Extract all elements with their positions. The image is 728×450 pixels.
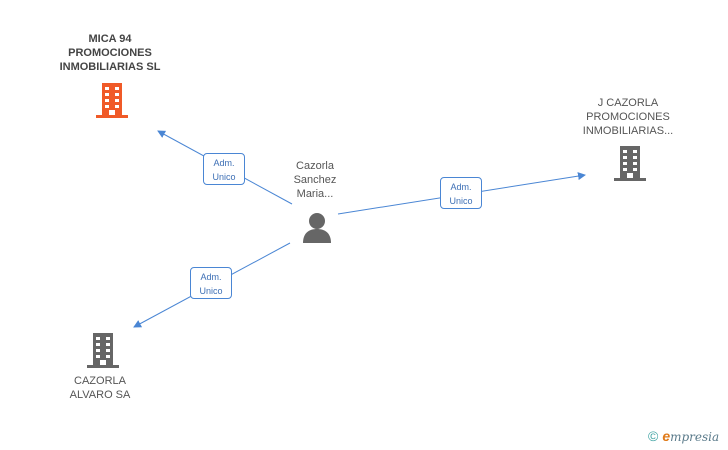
person-icon[interactable] xyxy=(302,212,332,244)
empresia-watermark: ©empresia xyxy=(648,428,719,444)
badge-line-role: Adm. xyxy=(450,182,472,192)
copyright-icon: © xyxy=(648,428,659,444)
building-icon[interactable] xyxy=(614,146,646,182)
edge-label-badge[interactable]: Adm. Unico xyxy=(440,177,482,209)
node-label-line: Sanchez xyxy=(293,174,337,186)
node-label-line: MICA 94 xyxy=(88,33,132,45)
brand-initial: e xyxy=(662,428,671,444)
node-label-line: J CAZORLA xyxy=(597,97,659,109)
node-label-line: INMOBILIARIAS... xyxy=(582,125,674,137)
badge-line-type: Unico xyxy=(199,286,223,296)
node-label-jcazorla[interactable]: J CAZORLA PROMOCIONES INMOBILIARIAS... xyxy=(558,96,698,138)
node-label-line: ALVARO SA xyxy=(69,389,131,401)
badge-line-type: Unico xyxy=(212,172,236,182)
node-label-line: PROMOCIONES xyxy=(586,111,670,123)
node-label-line: INMOBILIARIAS SL xyxy=(59,61,161,73)
edge-label-badge[interactable]: Adm. Unico xyxy=(203,153,245,185)
node-label-mica[interactable]: MICA 94 PROMOCIONES INMOBILIARIAS SL xyxy=(30,32,190,74)
node-label-person[interactable]: Cazorla Sanchez Maria... xyxy=(270,159,360,201)
node-label-line: Maria... xyxy=(296,188,334,200)
node-label-alvaro[interactable]: CAZORLA ALVARO SA xyxy=(40,374,160,402)
badge-line-role: Adm. xyxy=(213,158,235,168)
badge-line-type: Unico xyxy=(449,196,473,206)
node-label-line: PROMOCIONES xyxy=(68,47,152,59)
badge-line-role: Adm. xyxy=(200,272,222,282)
building-icon[interactable] xyxy=(96,83,128,119)
node-label-line: CAZORLA xyxy=(74,375,126,387)
edge-label-badge[interactable]: Adm. Unico xyxy=(190,267,232,299)
building-icon[interactable] xyxy=(87,333,119,369)
node-label-line: Cazorla xyxy=(296,160,334,172)
brand-name: mpresia xyxy=(670,430,720,444)
